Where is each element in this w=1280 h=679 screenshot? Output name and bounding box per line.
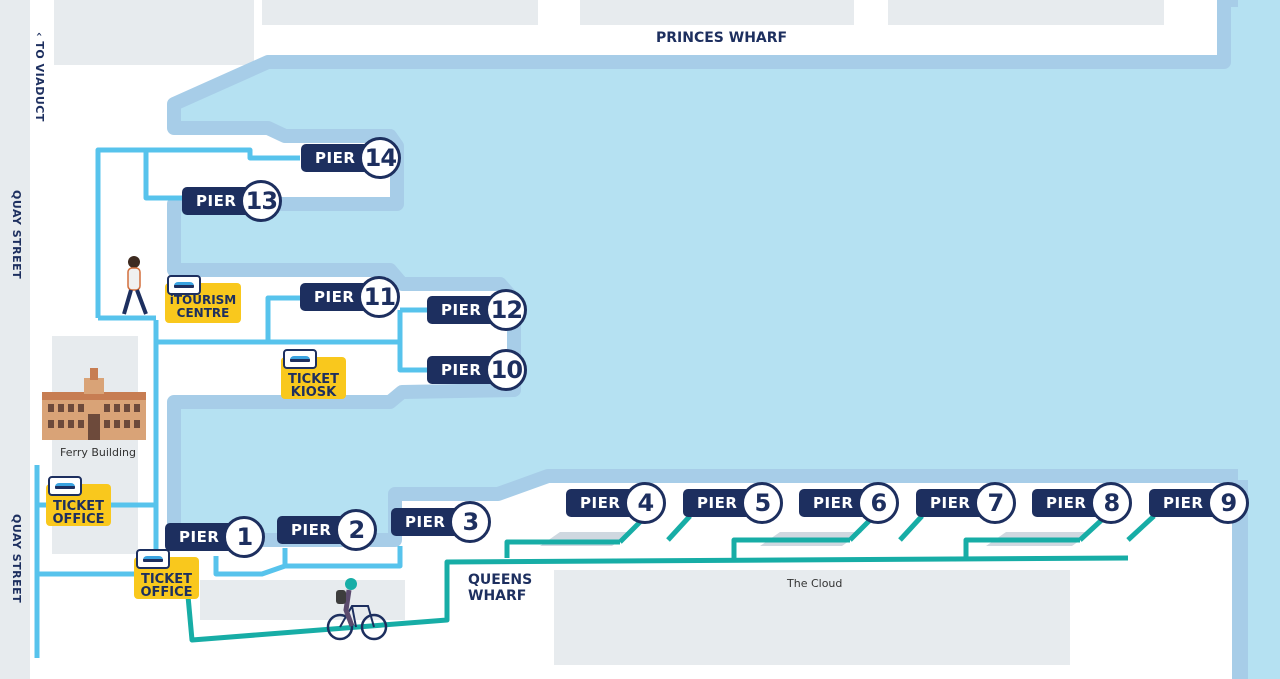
to-viaduct-label[interactable]: ‹ TO VIADUCT [33, 32, 46, 122]
ferry-logo-icon [167, 275, 201, 295]
pier-number: 2 [335, 509, 378, 551]
ferry-logo-icon [136, 549, 170, 569]
princes-wharf-label: PRINCES WHARF [656, 30, 788, 46]
quay-street-band [0, 0, 30, 679]
ferry-logo-icon [48, 476, 82, 496]
wharf-edge [1232, 480, 1248, 679]
ticket-office-center[interactable]: TICKET OFFICE [134, 549, 199, 599]
building-block [54, 0, 254, 65]
pedestrian-icon [122, 256, 148, 315]
pier-number: 8 [1090, 482, 1133, 524]
pier-number: 11 [358, 276, 401, 318]
cyclist-icon [326, 578, 388, 641]
quay-street-label-lower: QUAY STREET [10, 514, 23, 604]
ferry-logo-icon [283, 349, 317, 369]
pier-number: 7 [974, 482, 1017, 524]
pier-number: 3 [449, 501, 492, 543]
ferry-building-label: Ferry Building [60, 446, 136, 459]
pier-number: 13 [240, 180, 283, 222]
the-cloud-block [554, 570, 1070, 665]
pier-number: 14 [359, 137, 402, 179]
itourism-centre[interactable]: iTOURISM CENTRE [165, 275, 241, 323]
pier-number: 4 [624, 482, 667, 524]
pier-number: 10 [485, 349, 528, 391]
ticket-kiosk[interactable]: TICKET KIOSK [281, 349, 346, 399]
pier-number: 5 [741, 482, 784, 524]
pier-number: 12 [485, 289, 528, 331]
ferry-building-icon [42, 368, 146, 440]
quay-street-label-upper: QUAY STREET [10, 190, 23, 280]
pier-number: 1 [223, 516, 266, 558]
pier-number: 9 [1207, 482, 1250, 524]
building-block [888, 0, 1164, 25]
building-block [262, 0, 538, 25]
ticket-office-left[interactable]: TICKET OFFICE [46, 476, 111, 526]
pier-number: 6 [857, 482, 900, 524]
the-cloud-label: The Cloud [787, 577, 843, 590]
building-block [580, 0, 854, 25]
arrow-left-icon: ‹ [33, 32, 46, 38]
queens-wharf-label: QUEENS WHARF [468, 572, 533, 604]
